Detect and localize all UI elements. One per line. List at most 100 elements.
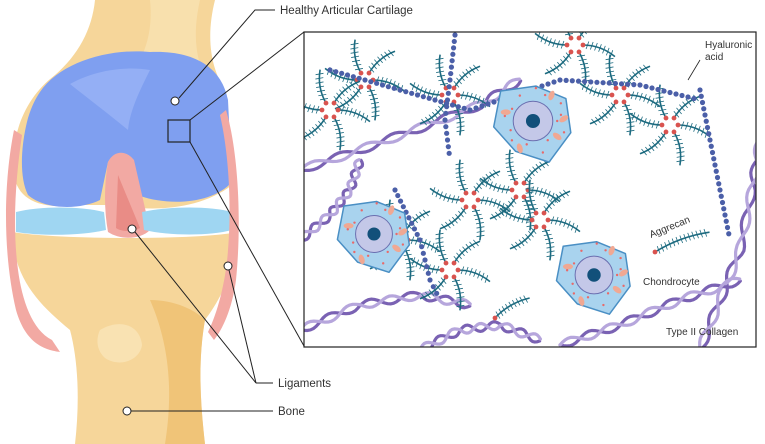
hyaluronic-bead — [444, 100, 450, 106]
aggrecan-molecule — [621, 99, 635, 136]
aggrecan-molecule — [409, 82, 445, 99]
aggrecan-molecule — [541, 189, 571, 216]
hyaluronic-bead — [588, 79, 594, 85]
aggrecan-molecule — [576, 49, 590, 86]
hyaluronic-bead — [446, 84, 452, 90]
hyaluronic-bead — [716, 181, 722, 187]
hyaluronic-bead — [449, 58, 455, 64]
hyaluronic-bead — [701, 106, 707, 112]
hyaluronic-bead — [425, 270, 431, 276]
collagen-strand — [304, 290, 472, 333]
hyaluronic-bead — [420, 250, 426, 256]
hyaluronic-bead — [698, 93, 704, 99]
aggrecan-molecule — [544, 49, 574, 76]
chondrocyte-cell — [336, 200, 411, 274]
leader-ligament-outer — [228, 269, 257, 384]
hyaluronic-bead — [452, 32, 458, 38]
panel-border — [303, 31, 757, 348]
aggrecan-molecule — [451, 99, 465, 136]
hyaluronic-bead — [344, 72, 351, 78]
hyaluronic-bead — [397, 87, 403, 93]
hyaluronic-bead — [551, 79, 557, 85]
label-ligaments: Ligaments — [278, 378, 331, 390]
tibial-tuberosity — [97, 324, 142, 363]
hyaluronic-leader — [687, 59, 701, 81]
hyaluronic-bead — [719, 199, 726, 206]
aggrecan-molecule — [479, 177, 515, 194]
aggrecan-molecule — [589, 99, 619, 126]
aggrecan-molecule — [541, 224, 555, 261]
label-collagen: Type II Collagen — [666, 327, 738, 338]
aggrecan-molecule — [545, 216, 581, 233]
hyaluronic-bead — [569, 78, 575, 84]
hyaluronic-bead — [449, 102, 456, 108]
hyaluronic-bead — [713, 168, 719, 174]
aggrecan-molecule — [639, 129, 669, 156]
hyaluronic-bead — [723, 218, 729, 224]
hyaluronic-bead — [400, 204, 406, 210]
marker-ligament-inner — [127, 224, 137, 234]
hyaluronic-bead — [708, 143, 714, 149]
collagen-strand — [304, 158, 361, 234]
aggrecan-molecule — [471, 169, 501, 196]
hyaluronic-bead — [594, 79, 600, 85]
aggrecan-molecule — [315, 69, 329, 106]
aggrecan-molecule — [451, 274, 465, 311]
hyaluronic-bead — [612, 80, 618, 87]
aggrecan-molecule — [331, 114, 345, 151]
chondrocyte-cell — [492, 85, 572, 163]
collagen-strand — [304, 79, 523, 172]
aggrecan-molecule — [564, 32, 574, 41]
collagen-strand — [419, 321, 542, 347]
tibia-shadow — [150, 300, 205, 444]
hyaluronic-bead — [442, 117, 448, 123]
hyaluronic-bead — [545, 81, 551, 87]
hyaluronic-bead — [704, 124, 711, 131]
aggrecan-molecule — [366, 49, 396, 76]
aggrecan-molecule — [521, 194, 535, 231]
hyaluronic-bead — [443, 110, 449, 116]
hyaluronic-bead — [379, 82, 386, 88]
hyaluronic-bead — [539, 83, 545, 89]
hyaluronic-bead — [392, 187, 398, 193]
zoom-line-bottom — [189, 141, 305, 347]
aggrecan-molecule — [455, 159, 469, 196]
hyaluronic-bead — [685, 94, 691, 100]
leader-cartilage — [178, 9, 275, 99]
leader-lines — [131, 9, 305, 412]
hyaluronic-bead — [722, 212, 728, 218]
hyaluronic-bead — [406, 215, 412, 221]
hyaluronic-bead — [391, 85, 397, 91]
label-bone: Bone — [278, 406, 305, 418]
hyaluronic-bead — [691, 95, 697, 102]
label-chondrocyte: Chondrocyte — [643, 277, 700, 288]
hyaluronic-bead — [409, 90, 415, 96]
cartilage-highlight — [70, 68, 150, 130]
hyaluronic-bead — [707, 137, 713, 143]
aggrecan-molecule — [304, 103, 325, 114]
hyaluronic-bead — [420, 94, 426, 100]
aggrecan-molecule — [455, 266, 491, 283]
aggrecan-molecule — [521, 159, 551, 186]
hyaluronic-bead — [706, 131, 712, 137]
hyaluronic-bead — [385, 84, 391, 90]
hyaluronic-bead — [409, 220, 415, 226]
hyaluronic-bead — [356, 75, 362, 81]
hyaluronic-bead — [697, 87, 703, 93]
meniscus-right — [142, 207, 232, 235]
hyaluronic-bead — [625, 81, 631, 87]
hyaluronic-bead — [438, 99, 444, 105]
hyaluronic-bead — [426, 95, 432, 101]
hyaluronic-bead — [724, 224, 731, 231]
collagen-strand — [304, 291, 472, 328]
aggrecan-molecule — [435, 229, 449, 266]
aggrecan-molecule — [534, 32, 570, 49]
hyaluronic-bead — [447, 77, 453, 83]
hyaluronic-bead — [414, 92, 421, 98]
hyaluronic-bead — [726, 231, 732, 237]
zoom-line-top — [189, 31, 305, 121]
hyaluronic-bead — [445, 90, 451, 96]
collagen-strand — [429, 320, 542, 347]
aggrecan-molecule — [489, 194, 519, 221]
collagen-strand — [700, 158, 756, 347]
